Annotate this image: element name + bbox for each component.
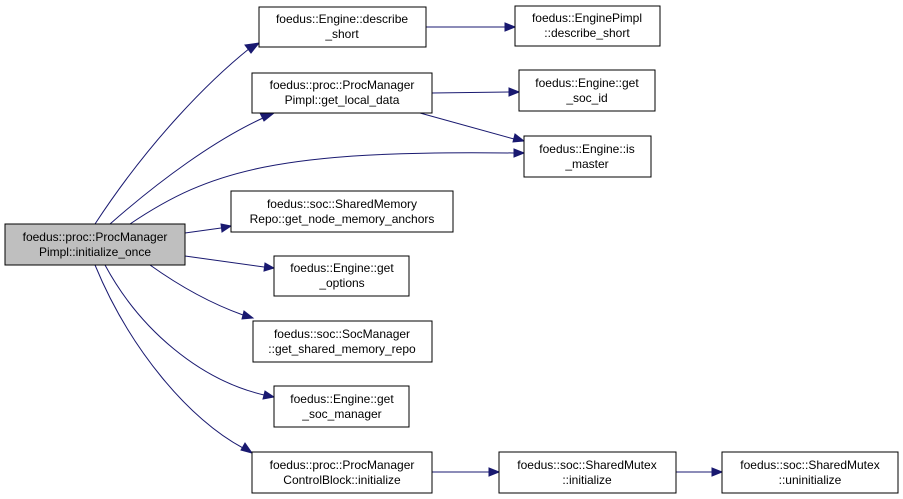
node-pimpl-describe-short-line1: foedus::EnginePimpl [532,11,642,25]
edge-local-data-soc-id [431,91,510,94]
node-mutex-init-line2: ::initialize [562,473,612,487]
node-engine-describe-short[interactable]: foedus::Engine::describe _short [258,6,427,48]
edge-local-data-soc-id-arrowhead [508,87,521,97]
node-get-options-line1: foedus::Engine::get [290,261,394,275]
edge-root-get-soc-manager-arrowhead [262,390,276,400]
edge-root-shared-memory-repo [149,264,244,316]
node-get-soc-id-line2: _soc_id [565,91,607,105]
node-shared-memory-repo-line1: foedus::soc::SocManager [274,327,410,341]
node-procmanager-get-local-data[interactable]: foedus::proc::ProcManager Pimpl::get_loc… [251,72,433,114]
node-mutex-uninit-line2: ::uninitialize [779,473,842,487]
node-enginepimpl-describe-short[interactable]: foedus::EnginePimpl ::describe_short [514,5,661,47]
edge-root-control-block-arrowhead [240,442,254,454]
node-get-soc-id-line1: foedus::Engine::get [535,76,639,90]
edges [94,22,724,477]
edge-root-get-options-arrowhead [263,262,276,272]
edge-local-data-is-master-arrowhead [512,133,526,143]
edge-root-node-memory-anchors [184,227,222,234]
edge-root-describe-short [94,47,251,225]
edge-root-is-master [129,152,515,225]
node-sharedmutex-uninitialize[interactable]: foedus::soc::SharedMutex ::uninitialize [721,451,899,494]
edge-mutex-init-uninit-arrowhead [711,467,724,477]
edge-control-block-mutex-init-arrowhead [488,467,501,477]
node-is-master-line1: foedus::Engine::is [539,142,634,156]
node-socmanager-get-shared-memory-repo[interactable]: foedus::soc::SocManager ::get_shared_mem… [252,320,433,363]
edge-describe-short-pimpl-arrowhead [504,22,517,32]
node-control-block-line2: ControlBlock::initialize [283,473,401,487]
node-sharedmutex-initialize[interactable]: foedus::soc::SharedMutex ::initialize [498,451,677,494]
node-engine-is-master[interactable]: foedus::Engine::is _master [523,135,652,178]
edge-root-get-local-data [109,117,264,225]
edge-root-get-options [184,255,265,268]
edge-root-is-master-arrowhead [513,148,526,158]
node-pimpl-describe-short-line2: ::describe_short [544,26,630,40]
node-control-block-line1: foedus::proc::ProcManager [270,458,415,472]
node-mutex-uninit-line1: foedus::soc::SharedMutex [740,458,879,472]
node-engine-get-options[interactable]: foedus::Engine::get _options [273,255,410,297]
node-is-master-line2: _master [564,157,608,171]
edge-root-describe-short-arrowhead [244,42,261,54]
node-node-memory-anchors-line1: foedus::soc::SharedMemory [267,197,417,211]
node-describe-short-line1: foedus::Engine::describe [276,12,408,26]
node-get-soc-manager-line1: foedus::Engine::get [290,392,394,406]
edge-root-node-memory-anchors-arrowhead [220,223,233,233]
node-engine-get-soc-manager[interactable]: foedus::Engine::get _soc_manager [273,385,410,428]
node-sharedmemory-get-node-memory-anchors[interactable]: foedus::soc::SharedMemory Repo::get_node… [230,190,454,233]
node-get-options-line2: _options [318,276,364,290]
node-root-line2: Pimpl::initialize_once [39,245,151,259]
node-mutex-init-line1: foedus::soc::SharedMutex [517,458,656,472]
node-describe-short-line2: _short [324,27,359,41]
node-engine-get-soc-id[interactable]: foedus::Engine::get _soc_id [518,69,656,112]
node-get-local-data-line2: Pimpl::get_local_data [285,93,400,107]
edge-root-shared-memory-repo-arrowhead [241,310,255,320]
edge-local-data-is-master [419,112,515,140]
node-root-line1: foedus::proc::ProcManager [23,230,168,244]
node-get-local-data-line1: foedus::proc::ProcManager [270,78,415,92]
node-shared-memory-repo-line2: ::get_shared_memory_repo [268,342,416,356]
edge-root-get-soc-manager [104,264,265,396]
edge-root-get-local-data-arrowhead [259,112,276,122]
edge-root-control-block [94,264,244,449]
node-root[interactable]: foedus::proc::ProcManager Pimpl::initial… [4,223,186,266]
node-get-soc-manager-line2: _soc_manager [301,407,381,421]
node-node-memory-anchors-line2: Repo::get_node_memory_anchors [250,212,435,226]
node-procmanager-controlblock-initialize[interactable]: foedus::proc::ProcManager ControlBlock::… [251,451,433,494]
